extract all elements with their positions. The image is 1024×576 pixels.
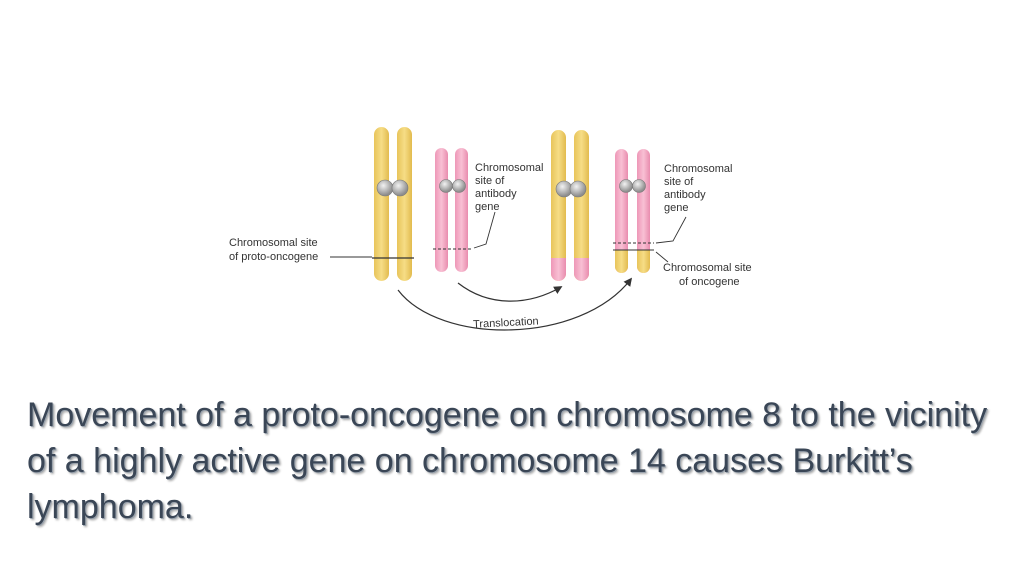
chromosome-8-normal xyxy=(372,127,414,281)
translocation-diagram: Chromosomal site of antibody gene Chromo… xyxy=(229,127,755,331)
antibody-gene-label-2: Chromosomal site of antibody gene xyxy=(664,163,736,214)
centromere xyxy=(439,179,453,193)
centromere xyxy=(619,179,633,193)
centromere xyxy=(555,180,573,198)
arrow-8-to-14 xyxy=(397,277,633,331)
centromere xyxy=(452,179,466,193)
chromosome-14-normal xyxy=(433,148,472,272)
arrow-14-to-8 xyxy=(457,282,563,302)
translocation-label: Translocation xyxy=(473,315,539,330)
leader-lines xyxy=(330,211,687,263)
antibody-gene-label-1: Chromosomal site of antibody gene xyxy=(475,162,547,213)
chromosome-14-translocated xyxy=(613,149,654,273)
centromere xyxy=(632,179,646,193)
chromosome-8-translocated xyxy=(551,130,589,281)
slide-caption: Movement of a proto-oncogene on chromoso… xyxy=(27,396,988,526)
centromere xyxy=(391,179,409,197)
centromere xyxy=(569,180,587,198)
oncogene-site-label: Chromosomal site of oncogene xyxy=(663,262,755,288)
translocation-arrows xyxy=(397,277,633,331)
proto-oncogene-site-label: Chromosomal site of proto-oncogene xyxy=(229,237,321,263)
centromere xyxy=(376,179,394,197)
